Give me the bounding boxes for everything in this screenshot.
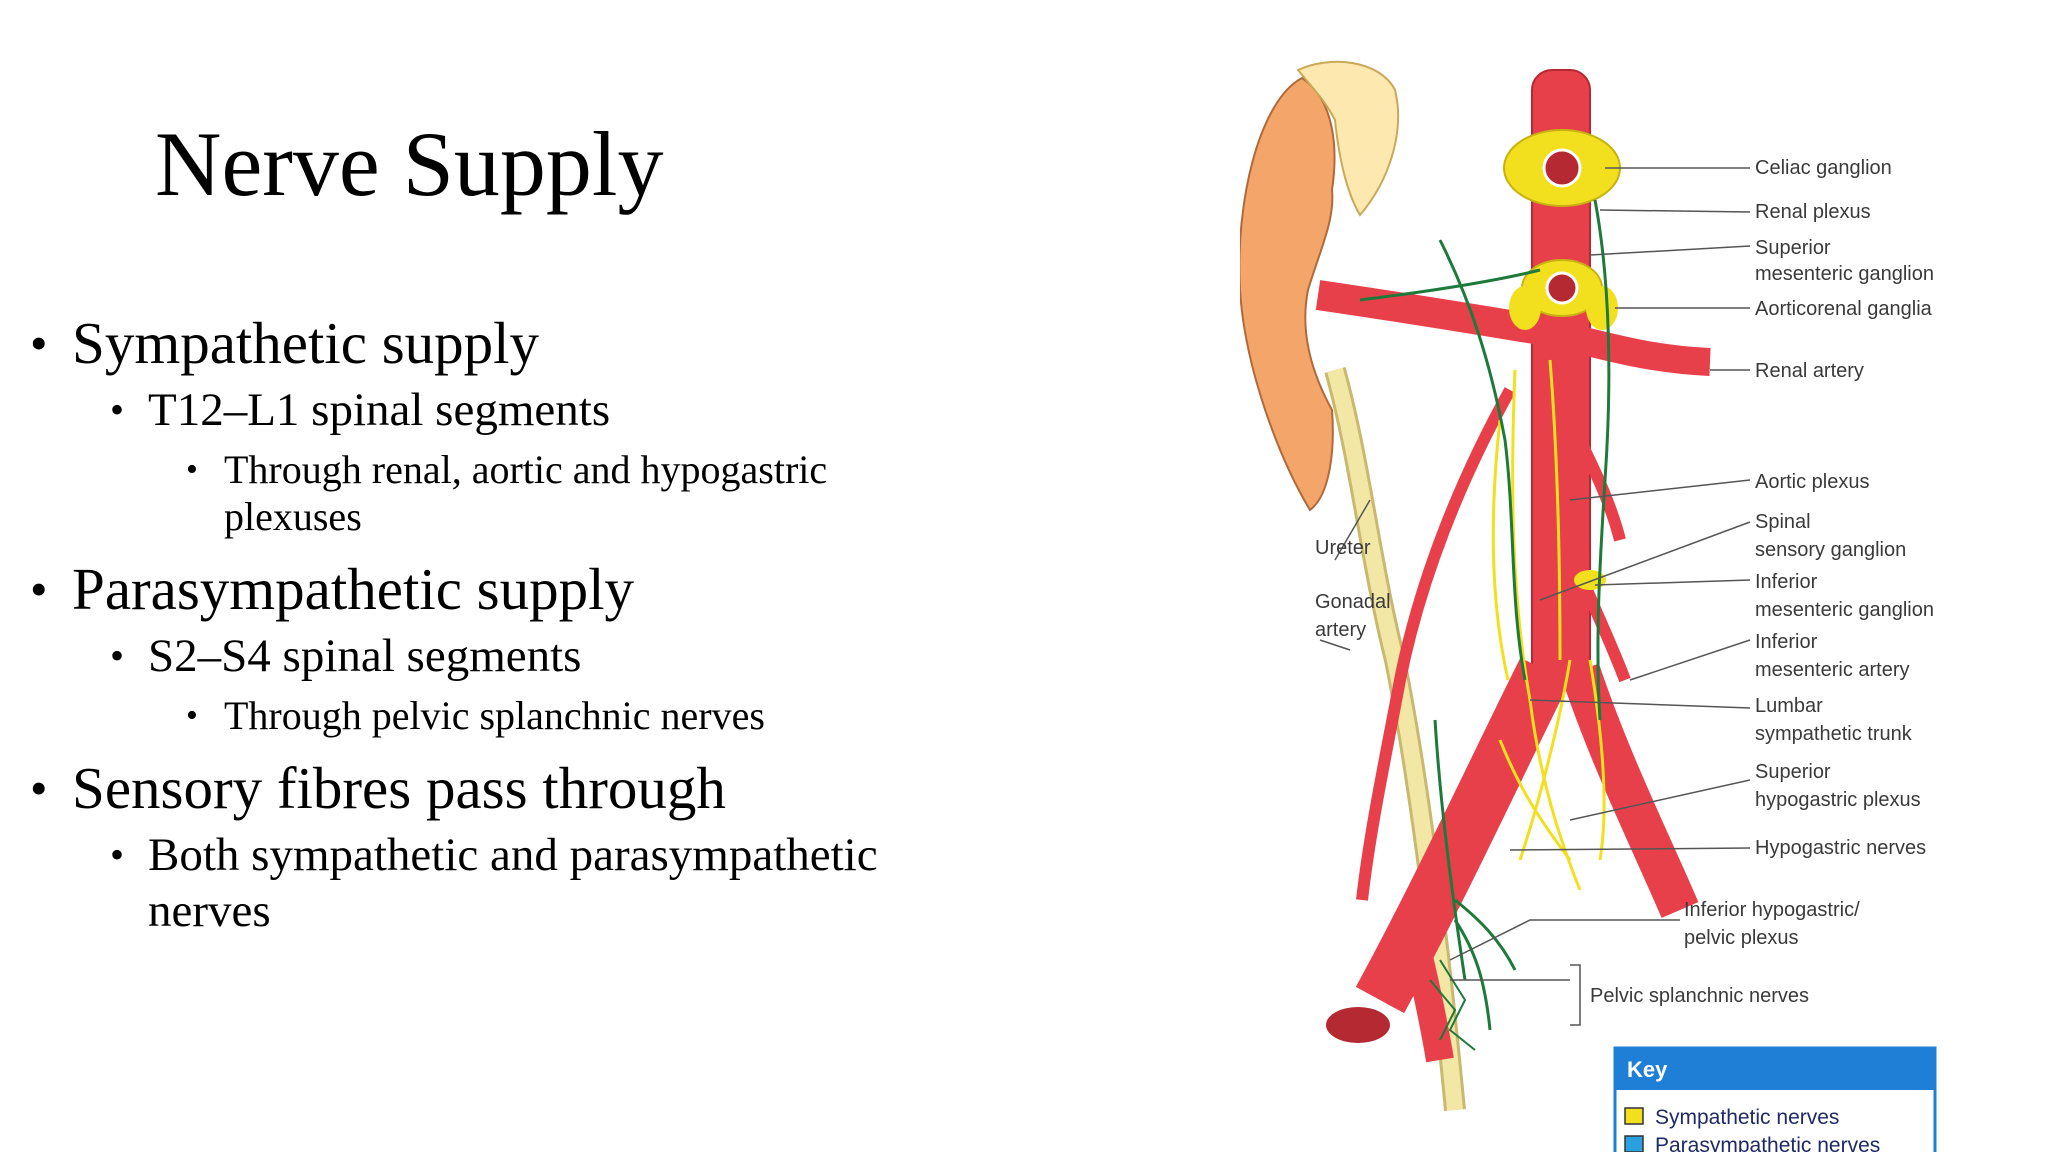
kidney [1240, 76, 1336, 512]
key-box: Key Sympathetic nerves Parasympathetic n… [1613, 1046, 1937, 1152]
bullet-text: Parasympathetic supply [72, 556, 635, 622]
iliac-cut-end [1326, 1007, 1390, 1043]
bullet-sensory-fibres: • Sensory fibres pass through [30, 755, 1030, 821]
label-gonadal-2: artery [1315, 619, 1366, 641]
bullet-dot: • [110, 832, 125, 877]
bullet-text: Sensory fibres pass through [72, 755, 726, 821]
label-renal-plexus: Renal plexus [1755, 201, 1871, 223]
bullet-dot: • [30, 561, 48, 617]
bullet-text: Through renal, aortic and hypogastric [224, 447, 828, 492]
label-gonadal-1: Gonadal [1315, 591, 1391, 613]
parasympathetic-nerve-lines [1359, 199, 1611, 1031]
key-label-parasympathetic: Parasympathetic nerves [1655, 1134, 1880, 1152]
label-aorticorenal-ganglia: Aorticorenal ganglia [1755, 298, 1933, 320]
slide-title: Nerve Supply [155, 113, 664, 215]
label-spinal-1: Spinal [1755, 511, 1811, 533]
bullet-dot: • [110, 633, 125, 678]
bullet-list: • Sympathetic supply • T12–L1 spinal seg… [30, 310, 1030, 939]
anatomy-figure: Celiac ganglion Renal plexus Superior me… [1240, 40, 2048, 1152]
bullet-text: Both sympathetic and parasympathetic [148, 829, 878, 881]
bullet-dot: • [30, 760, 48, 816]
label-lumbar-1: Lumbar [1755, 695, 1823, 717]
bullet-text: Sympathetic supply [72, 310, 540, 376]
bullet-text-continued: nerves [148, 885, 271, 937]
bullet-parasympathetic-supply: • Parasympathetic supply [30, 556, 1030, 622]
label-inferior-mesenteric-artery-2: mesenteric artery [1755, 659, 1910, 681]
label-renal-artery: Renal artery [1755, 360, 1864, 382]
label-inferior-mesenteric-ganglion-2: mesenteric ganglion [1755, 599, 1934, 621]
bullet-dot: • [30, 315, 48, 371]
key-swatch-sympathetic [1624, 1107, 1644, 1125]
label-spinal-2: sensory ganglion [1755, 539, 1906, 561]
label-hypogastric-nerves: Hypogastric nerves [1755, 837, 1926, 859]
label-ureter: Ureter [1315, 537, 1371, 559]
label-celiac-ganglion: Celiac ganglion [1755, 157, 1892, 179]
aorta [1540, 40, 1558, 70]
label-aortic-plexus: Aortic plexus [1755, 471, 1870, 493]
bullet-through-renal: • Through renal, aortic and hypogastric … [30, 446, 1030, 540]
common-iliac-right [1561, 663, 1699, 918]
branch-artery [1564, 417, 1626, 542]
key-label-sympathetic: Sympathetic nerves [1655, 1106, 1839, 1129]
label-inferior-hypogastric-2: pelvic plexus [1684, 927, 1799, 949]
bullet-both-nerves: • Both sympathetic and parasympathetic n… [30, 827, 1030, 939]
aorticorenal-ganglion-left [1509, 286, 1541, 330]
celiac-trunk [1542, 148, 1582, 188]
label-superior-mesenteric-1: Superior [1755, 237, 1831, 259]
bullet-text: S2–S4 spinal segments [148, 630, 582, 682]
label-superior-mesenteric-2: mesenteric ganglion [1755, 263, 1934, 285]
bullet-text-continued: plexuses [224, 494, 362, 539]
bullet-s2-s4: • S2–S4 spinal segments [30, 628, 1030, 684]
label-pelvic-splanchnic-nerves: Pelvic splanchnic nerves [1590, 985, 1809, 1007]
internal-iliac [1396, 916, 1454, 1063]
label-inferior-mesenteric-ganglion-1: Inferior [1755, 571, 1818, 593]
common-iliac-left [1355, 657, 1570, 1014]
key-title: Key [1627, 1057, 1668, 1082]
bullet-dot: • [186, 451, 198, 488]
label-lumbar-2: sympathetic trunk [1755, 723, 1913, 745]
bullet-sympathetic-supply: • Sympathetic supply [30, 310, 1030, 376]
anatomy-illustration: Celiac ganglion Renal plexus Superior me… [1240, 40, 1937, 1152]
pelvic-bracket [1570, 964, 1581, 1026]
bullet-text: Through pelvic splanchnic nerves [224, 693, 765, 738]
gonadal-artery [1356, 387, 1516, 901]
bullet-dot: • [186, 697, 198, 734]
key-swatch-parasympathetic [1624, 1135, 1644, 1152]
label-superior-hypogastric-2: hypogastric plexus [1755, 789, 1921, 811]
renal-artery-right [1576, 326, 1711, 376]
leader-lines [1319, 167, 1751, 981]
adrenal-gland [1296, 60, 1399, 217]
bullet-text: T12–L1 spinal segments [148, 384, 611, 436]
bullet-dot: • [110, 387, 125, 432]
bullet-t12-l1: • T12–L1 spinal segments [30, 382, 1030, 438]
renal-artery-left [1315, 280, 1543, 345]
label-superior-hypogastric-1: Superior [1755, 761, 1831, 783]
bullet-through-pelvic: • Through pelvic splanchnic nerves [30, 692, 1030, 739]
superior-mesenteric-artery [1545, 271, 1579, 305]
label-inferior-mesenteric-artery-1: Inferior [1755, 631, 1818, 653]
aorticorenal-ganglion-right [1586, 286, 1618, 330]
label-inferior-hypogastric-1: Inferior hypogastric/ [1684, 899, 1860, 921]
sympathetic-nerve-lines [1491, 359, 1606, 891]
